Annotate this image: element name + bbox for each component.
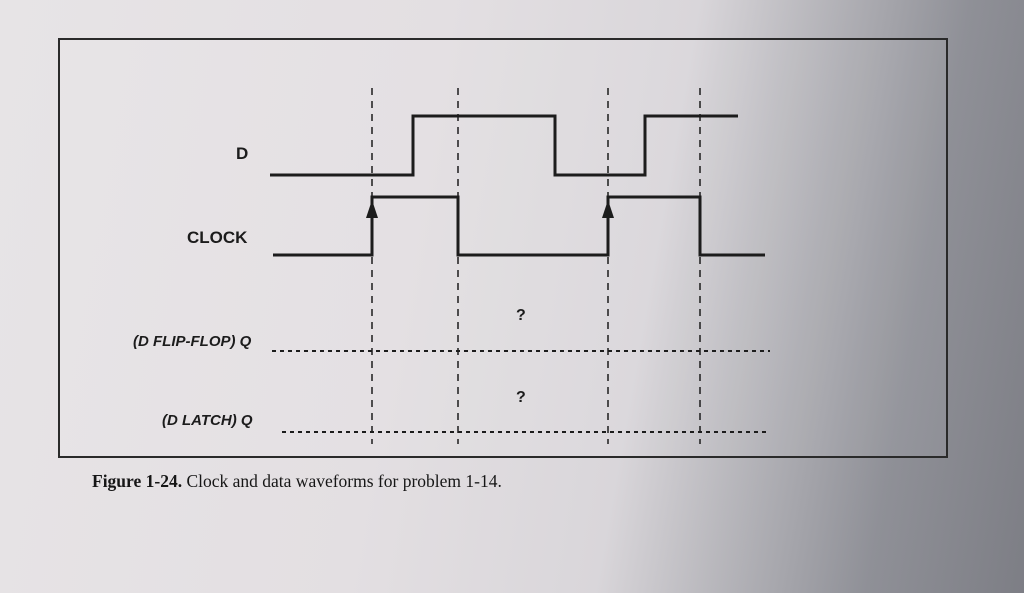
- caption-text: Clock and data waveforms for problem 1-1…: [182, 471, 502, 491]
- clock-waveform: [273, 195, 765, 257]
- clock-signal-label: CLOCK: [187, 228, 248, 247]
- dlatch-unknown-mark: ?: [516, 389, 526, 406]
- figure-caption: Figure 1-24. Clock and data waveforms fo…: [92, 471, 502, 492]
- dlatch-output-label: (D LATCH) Q: [162, 412, 253, 429]
- rising-edge-arrows: [366, 200, 614, 218]
- d-signal-label: D: [236, 144, 249, 163]
- dff-unknown-mark: ?: [516, 307, 526, 324]
- dff-output-label: (D FLIP-FLOP) Q: [133, 333, 252, 350]
- output-baselines: [272, 350, 770, 433]
- figure-frame: [58, 38, 948, 458]
- clock-edge-arrow-1: [366, 200, 378, 218]
- dashed-guides: [371, 88, 701, 444]
- d-waveform: [270, 114, 738, 177]
- clock-edge-arrow-2: [602, 200, 614, 218]
- figure-number: Figure 1-24.: [92, 471, 183, 491]
